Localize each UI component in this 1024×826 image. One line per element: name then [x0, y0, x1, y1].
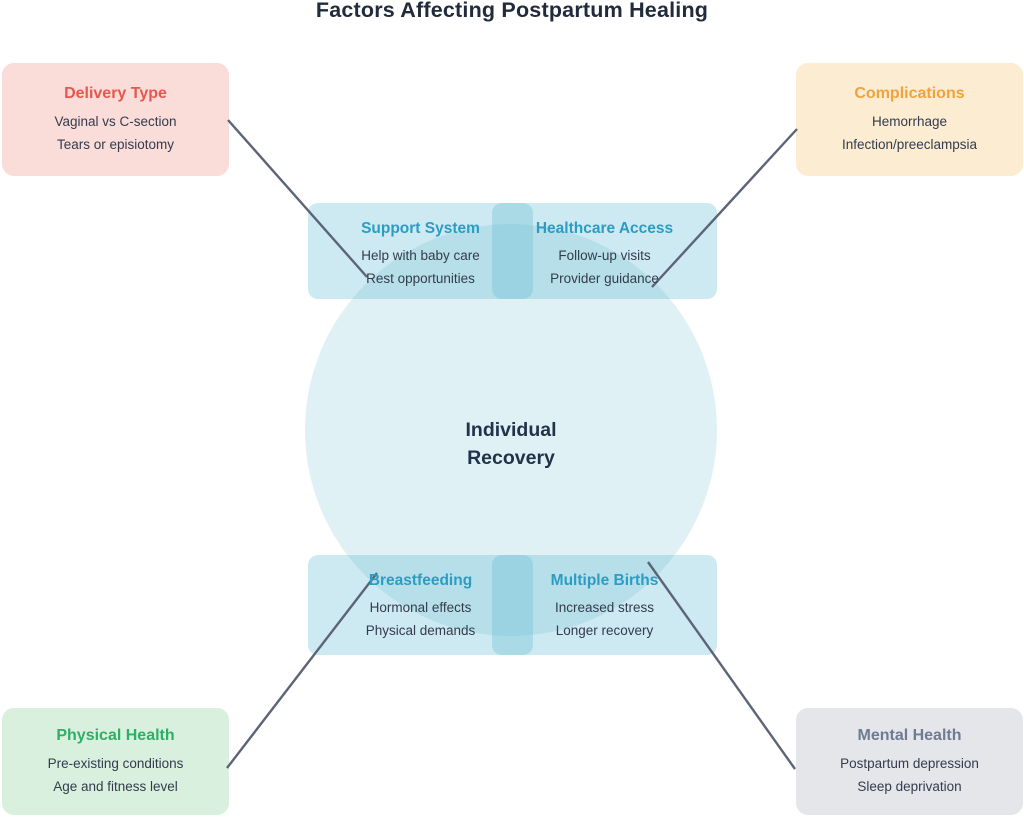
node-complications-detail-2: Infection/preeclampsia	[841, 137, 978, 152]
center-node-line-2: Recovery	[467, 447, 555, 469]
node-physical-health: Physical Health Pre-existing conditions …	[2, 708, 229, 815]
delivery-type-box	[2, 63, 229, 176]
node-healthcare-access-detail-1: Follow-up visits	[558, 248, 651, 263]
mental-health-box	[796, 708, 1023, 815]
page-title: Factors Affecting Postpartum Healing	[315, 0, 709, 22]
node-healthcare-access-title: Healthcare Access	[535, 220, 674, 237]
complications-box	[796, 63, 1023, 176]
node-delivery-type-detail-1: Vaginal vs C-section	[54, 114, 177, 129]
node-breastfeeding-detail-2: Physical demands	[365, 623, 476, 638]
node-support-system-detail-1: Help with baby care	[361, 248, 480, 263]
node-breastfeeding: Breastfeeding Hormonal effects Physical …	[308, 555, 533, 642]
node-physical-health-detail-2: Age and fitness level	[53, 779, 178, 794]
node-breastfeeding-title: Breastfeeding	[368, 572, 473, 589]
node-delivery-type-title: Delivery Type	[64, 85, 167, 102]
node-physical-health-detail-1: Pre-existing conditions	[47, 756, 184, 771]
node-healthcare-access: Healthcare Access Follow-up visits Provi…	[492, 203, 717, 290]
node-mental-health: Mental Health Postpartum depression Slee…	[796, 708, 1023, 815]
node-complications-detail-1: Hemorrhage	[871, 114, 948, 129]
node-support-system: Support System Help with baby care Rest …	[308, 203, 533, 290]
node-mental-health-title: Mental Health	[857, 727, 962, 744]
node-multiple-births-detail-2: Longer recovery	[555, 623, 654, 638]
node-multiple-births: Multiple Births Increased stress Longer …	[492, 555, 717, 642]
node-healthcare-access-detail-2: Provider guidance	[550, 271, 659, 286]
node-mental-health-detail-1: Postpartum depression	[840, 756, 979, 771]
node-complications-title: Complications	[854, 85, 965, 102]
node-support-system-title: Support System	[361, 220, 480, 237]
node-delivery-type: Delivery Type Vaginal vs C-section Tears…	[2, 63, 229, 176]
node-physical-health-title: Physical Health	[56, 727, 175, 744]
center-node-individual-recovery: Individual Recovery	[305, 416, 717, 472]
node-support-system-detail-2: Rest opportunities	[366, 271, 475, 286]
node-multiple-births-title: Multiple Births	[550, 572, 659, 589]
node-breastfeeding-detail-1: Hormonal effects	[369, 600, 472, 615]
center-node-line-1: Individual	[465, 419, 557, 441]
node-mental-health-detail-2: Sleep deprivation	[857, 779, 962, 794]
node-delivery-type-detail-2: Tears or episiotomy	[56, 137, 175, 152]
node-complications: Complications Hemorrhage Infection/preec…	[796, 63, 1023, 176]
physical-health-box	[2, 708, 229, 815]
node-multiple-births-detail-1: Increased stress	[554, 600, 655, 615]
